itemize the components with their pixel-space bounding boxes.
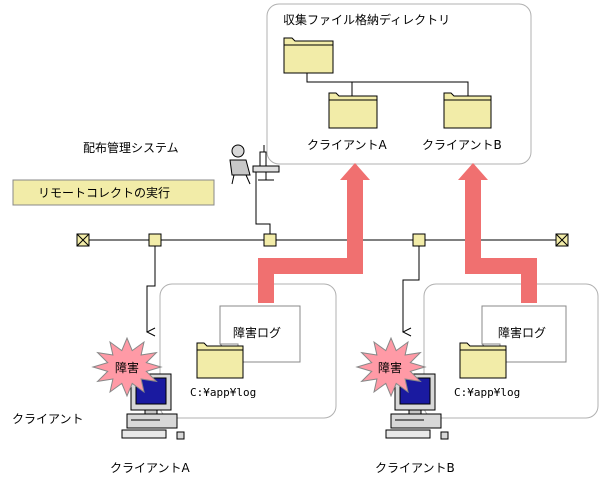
dir-tree-lines xyxy=(306,73,469,98)
network-node-client-a xyxy=(148,233,162,247)
log-folder-b-icon xyxy=(459,342,507,379)
network-lines xyxy=(83,172,562,332)
network-node-manager xyxy=(263,233,277,247)
remote-collect-box xyxy=(12,179,215,206)
collection-dir-title: 収集ファイル格納ディレクトリ xyxy=(283,12,450,27)
operator-icon xyxy=(229,144,280,185)
network-node-client-b xyxy=(412,233,426,247)
fault-label-b: 障害 xyxy=(378,360,402,375)
client-b-name: クライアントB xyxy=(375,461,455,475)
clients-section-label: クライアント xyxy=(12,412,84,426)
root-folder-icon xyxy=(283,37,334,74)
folder-b-label: クライアントB xyxy=(422,138,502,152)
fault-burst-a-icon xyxy=(91,336,163,398)
log-label-a: 障害ログ xyxy=(233,325,281,340)
folder-a-label: クライアントA xyxy=(307,138,388,152)
log-path-b: C:¥app¥log xyxy=(454,386,520,399)
log-path-a: C:¥app¥log xyxy=(190,386,256,399)
folder-a-icon xyxy=(328,92,378,129)
collect-arrow-a xyxy=(258,163,370,303)
network-terminator-right xyxy=(555,233,569,247)
log-label-b: 障害ログ xyxy=(498,325,546,340)
remote-collect-label: リモートコレクトの実行 xyxy=(38,185,170,200)
network-terminator-left xyxy=(76,233,90,247)
fault-burst-b-icon xyxy=(355,336,427,398)
log-folder-a-icon xyxy=(196,342,244,379)
collect-arrow-b xyxy=(458,163,537,303)
client-a-name: クライアントA xyxy=(110,461,191,475)
folder-b-icon xyxy=(443,92,492,129)
fault-label-a: 障害 xyxy=(115,360,139,375)
manager-label: 配布管理システム xyxy=(83,140,179,155)
